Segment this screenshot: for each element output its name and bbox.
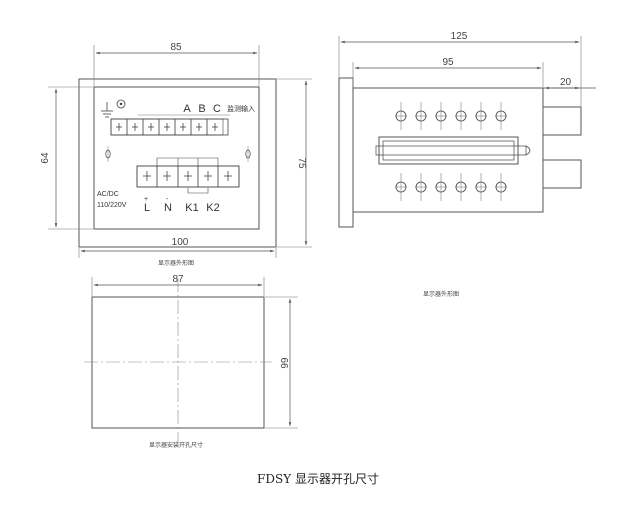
side-terminal-dimension: 20 xyxy=(543,77,596,90)
terminal-cell xyxy=(177,165,199,188)
power-type-label: AC/DC xyxy=(97,191,119,198)
terminal-cell xyxy=(217,165,240,188)
top-terminal-cells xyxy=(110,118,224,136)
side-terminal-label: 20 xyxy=(560,77,572,88)
screw-icon xyxy=(395,102,407,130)
screw-icon xyxy=(395,173,407,201)
ground-screw-icon xyxy=(116,99,126,109)
power-voltage-label: 110/220V xyxy=(97,202,127,209)
terminal-cell xyxy=(110,118,128,136)
terminal-cell xyxy=(126,118,144,136)
bottom-terminal-cells xyxy=(136,165,240,188)
terminal-label-k2: K2 xyxy=(206,202,219,214)
screw-icon xyxy=(495,173,507,201)
terminal-cell xyxy=(136,165,158,188)
front-view: 85 64 100 75 xyxy=(40,42,312,267)
terminal-cell xyxy=(156,165,179,188)
terminal-label-b: B xyxy=(198,103,205,115)
relay-contact-bracket xyxy=(187,188,209,194)
front-outer-width-dimension: 100 xyxy=(78,237,277,258)
ground-icon xyxy=(101,102,113,118)
terminal-cell xyxy=(158,118,176,136)
terminal-cell xyxy=(206,118,224,136)
side-total-dimension: 125 xyxy=(338,31,582,106)
cutout-width-dimension: 87 xyxy=(91,274,265,296)
terminal-label-l: L xyxy=(144,202,150,214)
top-terminal-block xyxy=(110,114,230,136)
terminal-cell xyxy=(190,118,208,136)
screw-icon xyxy=(435,173,447,201)
front-outer-width-label: 100 xyxy=(172,237,189,248)
polarity-minus: - xyxy=(166,196,169,203)
front-height-dimension: 64 xyxy=(40,86,93,230)
screw-icon xyxy=(415,173,427,201)
terminal-label-a: A xyxy=(183,103,191,115)
side-bottom-screws xyxy=(395,173,507,201)
side-view-caption: 显示器外形图 xyxy=(423,290,459,298)
screw-icon xyxy=(475,102,487,130)
mount-hole-icon xyxy=(245,146,251,162)
monitor-input-label: 监测输入 xyxy=(227,104,255,113)
screw-icon xyxy=(475,173,487,201)
front-width-dimension: 85 xyxy=(93,42,260,86)
front-height-label: 64 xyxy=(40,152,51,164)
cutout-view: 87 66 显示器安装开孔尺寸 xyxy=(84,274,298,449)
polarity-plus: + xyxy=(144,196,148,203)
side-body-label: 95 xyxy=(442,57,454,68)
front-view-caption: 显示器外形图 xyxy=(158,259,194,267)
screw-icon xyxy=(435,102,447,130)
screw-icon xyxy=(455,102,467,130)
cutout-height-label: 66 xyxy=(278,357,289,369)
drawing-title: FDSY 显示器开孔尺寸 xyxy=(257,472,379,486)
mounting-clamp xyxy=(375,136,531,165)
terminal-cell xyxy=(142,118,160,136)
side-view: 125 95 20 xyxy=(338,31,596,298)
terminal-label-k1: K1 xyxy=(185,202,198,214)
side-top-screws xyxy=(395,102,507,130)
front-outer-height-label: 75 xyxy=(296,157,307,169)
side-body-dimension: 95 xyxy=(352,57,544,87)
mount-hole-icon xyxy=(105,146,111,162)
terminal-label-c: C xyxy=(213,103,221,115)
cutout-width-label: 87 xyxy=(172,274,184,285)
cutout-view-caption: 显示器安装开孔尺寸 xyxy=(149,441,203,449)
cutout-height-dimension: 66 xyxy=(265,296,298,429)
screw-icon xyxy=(455,173,467,201)
screw-icon xyxy=(495,102,507,130)
front-outer-height-dimension: 75 xyxy=(277,78,312,248)
terminal-label-n: N xyxy=(164,202,172,214)
terminal-cell xyxy=(197,165,219,188)
screw-icon xyxy=(415,102,427,130)
terminal-cell xyxy=(174,118,192,136)
front-width-label: 85 xyxy=(170,42,182,53)
side-total-label: 125 xyxy=(451,31,468,42)
